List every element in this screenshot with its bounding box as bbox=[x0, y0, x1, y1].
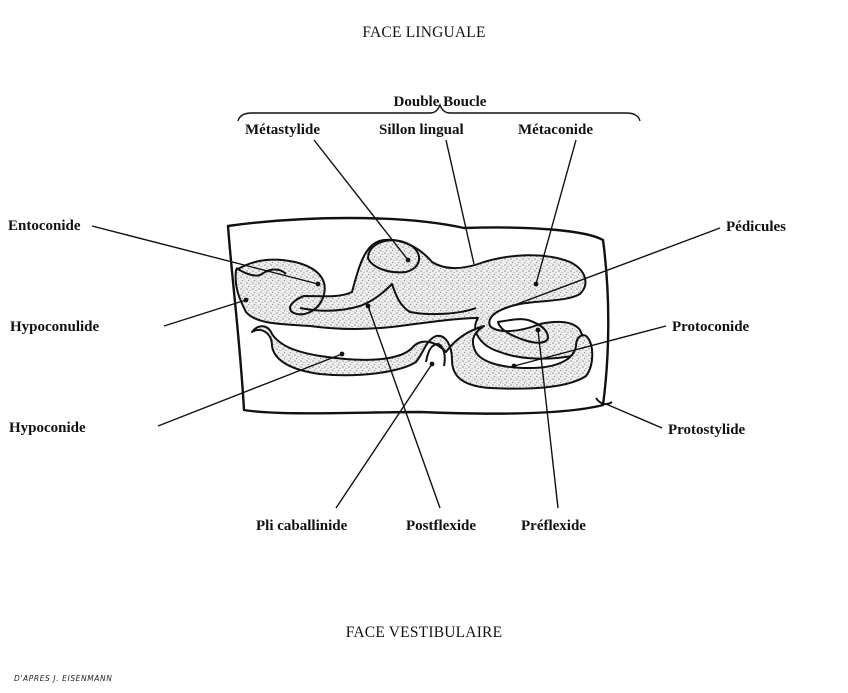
double-boucle-brace bbox=[238, 105, 640, 121]
label-double-boucle: Double Boucle bbox=[394, 94, 487, 110]
label-protoconide: Protoconide bbox=[672, 319, 750, 335]
label-pedicules: Pédicules bbox=[726, 219, 786, 235]
label-protostylide: Protostylide bbox=[668, 422, 746, 438]
label-pli-caballinide: Pli caballinide bbox=[256, 518, 348, 534]
title-face-linguale: FACE LINGUALE bbox=[362, 24, 485, 41]
credit-handwritten: D'APRES J. EISENMANN bbox=[14, 674, 112, 683]
label-metaconide: Métaconide bbox=[518, 122, 593, 138]
leader-protostylide bbox=[606, 404, 662, 428]
label-postflexide: Postflexide bbox=[406, 518, 476, 534]
title-face-vestibulaire: FACE VESTIBULAIRE bbox=[346, 624, 503, 641]
label-sillon-lingual: Sillon lingual bbox=[379, 122, 464, 138]
label-preflexide: Préflexide bbox=[521, 518, 586, 534]
label-hypoconulide: Hypoconulide bbox=[10, 319, 100, 335]
label-entoconide: Entoconide bbox=[8, 218, 81, 234]
leader-hypoconulide bbox=[164, 300, 246, 326]
label-metastylide: Métastylide bbox=[245, 122, 320, 138]
label-hypoconide: Hypoconide bbox=[9, 420, 86, 436]
